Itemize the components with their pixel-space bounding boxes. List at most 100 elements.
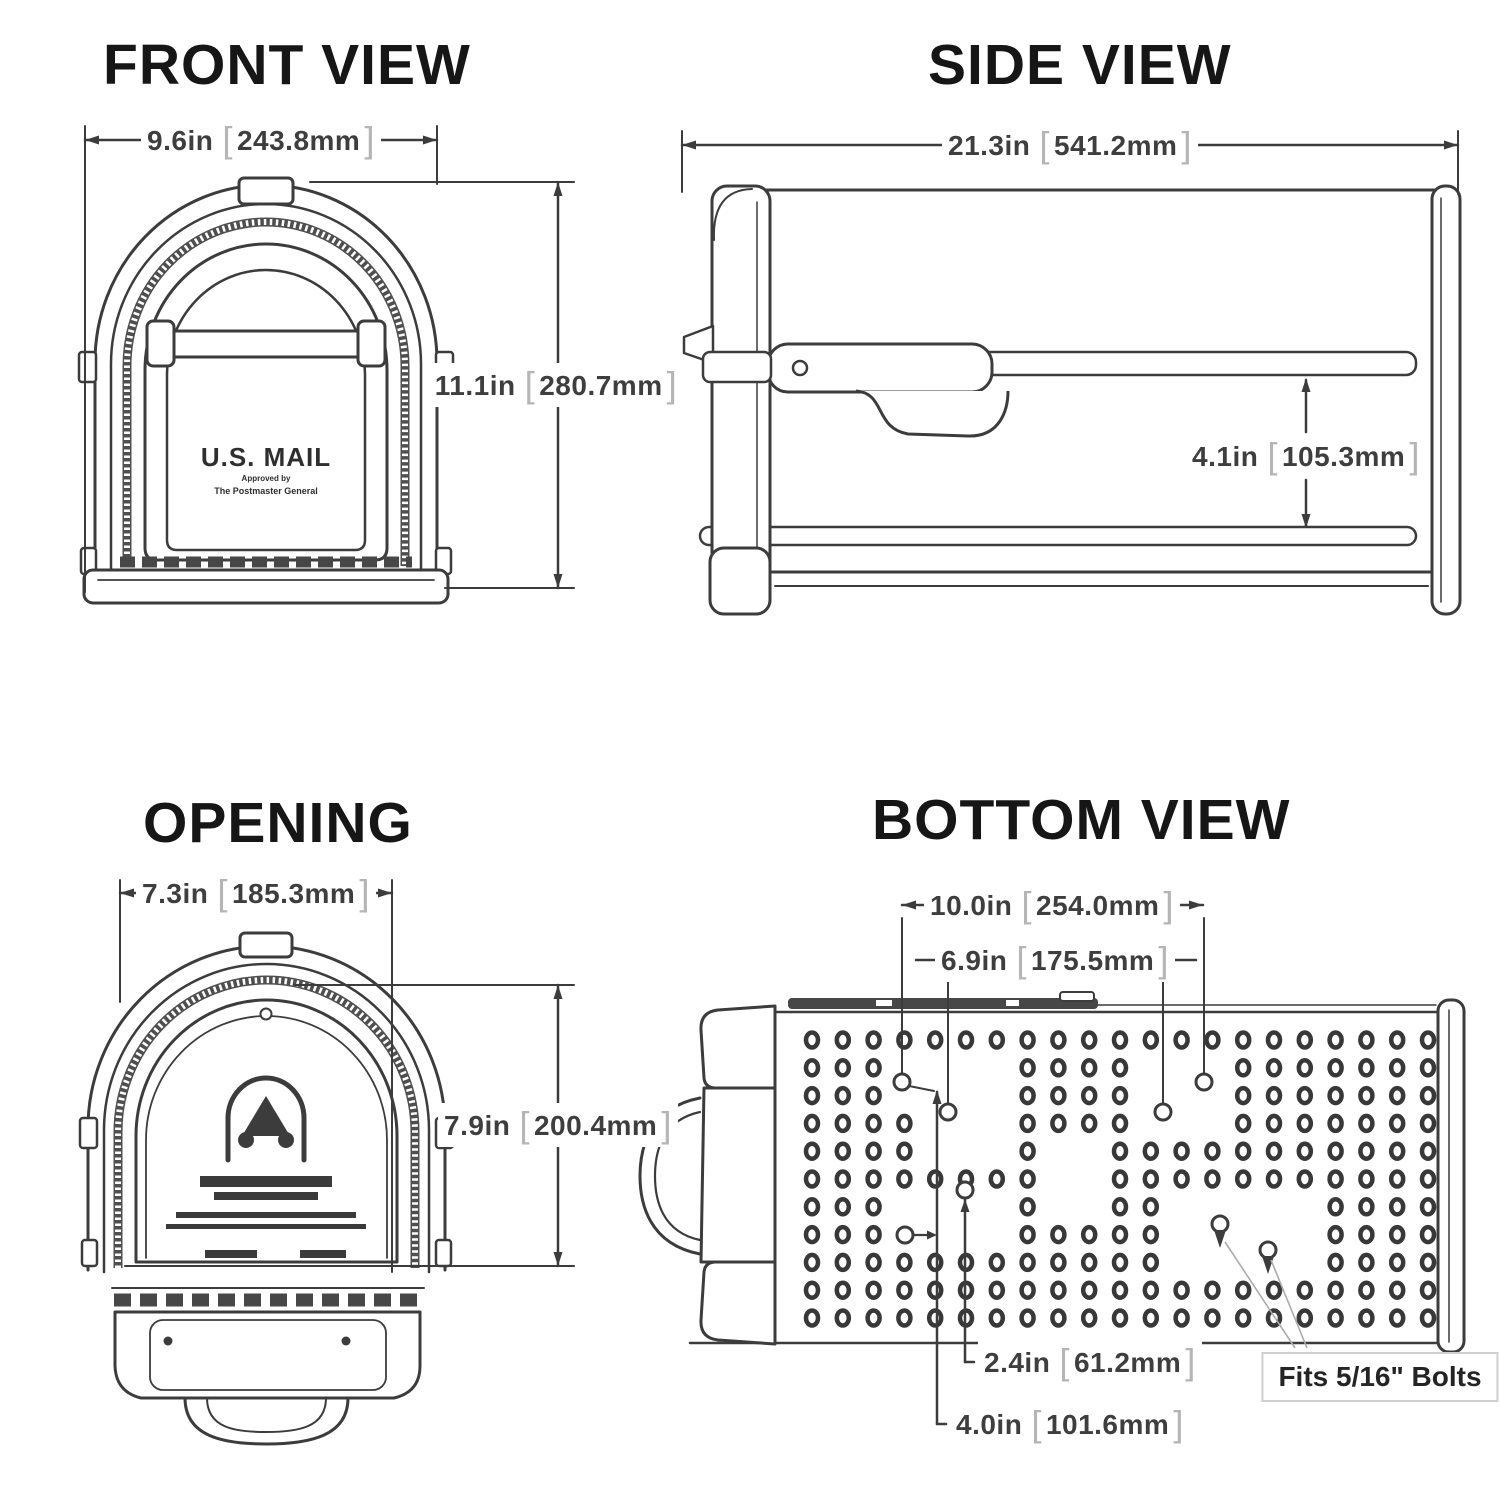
vent-hole: [865, 1085, 882, 1106]
vent-hole: [1388, 1030, 1406, 1050]
vent-hole: [1388, 1141, 1406, 1161]
vent-hole: [1173, 1308, 1190, 1328]
vent-hole: [1111, 1085, 1129, 1106]
vent-hole: [803, 1197, 821, 1217]
dimension-mm: 254.0mm: [1021, 890, 1174, 921]
vent-hole: [1327, 1113, 1344, 1134]
side-rail-dimension: 4.1in105.3mm: [1186, 434, 1426, 478]
vent-hole: [1419, 1169, 1437, 1189]
dimension-inches: 9.6in: [147, 125, 214, 156]
vent-hole: [1388, 1169, 1406, 1189]
bottom-rear-cap: [1436, 998, 1466, 1354]
vent-hole: [865, 1252, 882, 1273]
front-handle: [145, 319, 387, 368]
vent-hole: [803, 1141, 821, 1161]
vent-hole: [1327, 1058, 1344, 1078]
vent-hole: [1358, 1113, 1375, 1134]
vent-hole: [865, 1280, 882, 1300]
vent-hole: [1019, 1280, 1036, 1300]
front-base-plate: [82, 568, 450, 605]
side-door-foot: [708, 546, 772, 616]
bottom-small-offset-dimension: 2.4in 61.2mm: [978, 1340, 1202, 1384]
vent-hole: [803, 1058, 821, 1078]
vent-hole: [1234, 1141, 1252, 1161]
vent-hole: [926, 1030, 944, 1050]
vent-hole: [1419, 1224, 1437, 1245]
side-lower-rail: [698, 525, 1418, 547]
us-mail-text: U.S. MAIL: [201, 442, 331, 472]
open-door-flap: [113, 1310, 422, 1446]
vent-hole: [1296, 1030, 1314, 1050]
vent-hole: [1050, 1280, 1067, 1300]
vent-hole: [865, 1224, 882, 1245]
vent-hole: [865, 1030, 882, 1050]
vent-hole: [1080, 1058, 1098, 1078]
vent-hole: [1142, 1252, 1160, 1273]
vent-hole: [865, 1169, 882, 1189]
vent-hole: [834, 1197, 852, 1217]
vent-hole: [988, 1280, 1006, 1300]
vent-hole: [1358, 1308, 1375, 1328]
vent-hole: [1327, 1141, 1344, 1161]
vent-hole: [1142, 1141, 1160, 1161]
opening-height-dimension: 7.9in200.4mm: [438, 1103, 678, 1147]
vent-hole: [1019, 1030, 1036, 1050]
dimension-mm: 185.3mm: [217, 878, 370, 909]
front-width-dimension: 9.6in243.8mm: [141, 118, 381, 162]
vent-hole: [834, 1058, 852, 1078]
front-view-title: FRONT VIEW: [103, 33, 471, 97]
dimension-mm: 101.6mm: [1031, 1409, 1184, 1440]
vent-hole: [957, 1030, 975, 1050]
opening-width-dimension: 7.3in185.3mm: [136, 871, 376, 915]
brand-logo: [225, 1075, 307, 1163]
vent-hole: [896, 1141, 913, 1161]
side-length-dimension: 21.3in541.2mm: [941, 123, 1199, 167]
mount-hole: [938, 1102, 958, 1122]
vent-hole: [1419, 1280, 1437, 1300]
vent-hole: [926, 1252, 944, 1273]
dimension-inches: 4.1in: [1192, 441, 1259, 472]
vent-hole: [1111, 1308, 1129, 1328]
vent-hole: [1265, 1058, 1283, 1078]
vent-hole: [1142, 1169, 1160, 1189]
vent-hole: [1358, 1141, 1375, 1161]
vent-hole: [1327, 1085, 1344, 1106]
vent-hole: [1080, 1030, 1098, 1050]
label-text-bars: [166, 1176, 366, 1258]
vent-hole: [1296, 1141, 1314, 1161]
dimension-inches: 11.1in: [434, 370, 516, 401]
vent-hole: [1111, 1141, 1129, 1161]
vent-hole: [1296, 1085, 1314, 1106]
flag-pivot-hole: [791, 359, 809, 377]
bottom-inner-hole-dimension: 6.9in175.5mm: [935, 938, 1175, 982]
vent-hole: [1111, 1280, 1129, 1300]
vent-hole: [1050, 1030, 1067, 1050]
vent-hole: [1142, 1280, 1160, 1300]
vent-hole: [1050, 1308, 1067, 1328]
dimension-mm: 61.2mm: [1059, 1347, 1196, 1378]
dimension-inches: 2.4in: [984, 1347, 1051, 1378]
front-view-drawing: U.S. MAIL Approved by The Postmaster Gen…: [77, 176, 455, 605]
vent-hole: [1019, 1169, 1036, 1189]
vent-hole: [1204, 1169, 1221, 1189]
vent-hole: [1050, 1224, 1067, 1245]
vent-hole: [1204, 1030, 1221, 1050]
vent-hole: [1111, 1197, 1129, 1217]
vent-hole: [1265, 1280, 1283, 1300]
vent-hole: [1142, 1308, 1160, 1328]
vent-hole: [803, 1252, 821, 1273]
vent-hole: [834, 1224, 852, 1245]
vent-hole: [1327, 1197, 1344, 1217]
opening-top-latch: [238, 931, 294, 959]
us-mail-plaque: U.S. MAIL Approved by The Postmaster Gen…: [201, 442, 331, 496]
vent-hole: [1358, 1280, 1375, 1300]
vent-hole: [1019, 1308, 1036, 1328]
vent-hole: [1327, 1030, 1344, 1050]
vent-hole: [834, 1113, 852, 1134]
vent-hole: [1234, 1280, 1252, 1300]
dimension-mm: 200.4mm: [519, 1110, 672, 1141]
vent-hole: [1111, 1113, 1129, 1134]
vent-hole: [1019, 1085, 1036, 1106]
vent-hole: [1173, 1280, 1190, 1300]
